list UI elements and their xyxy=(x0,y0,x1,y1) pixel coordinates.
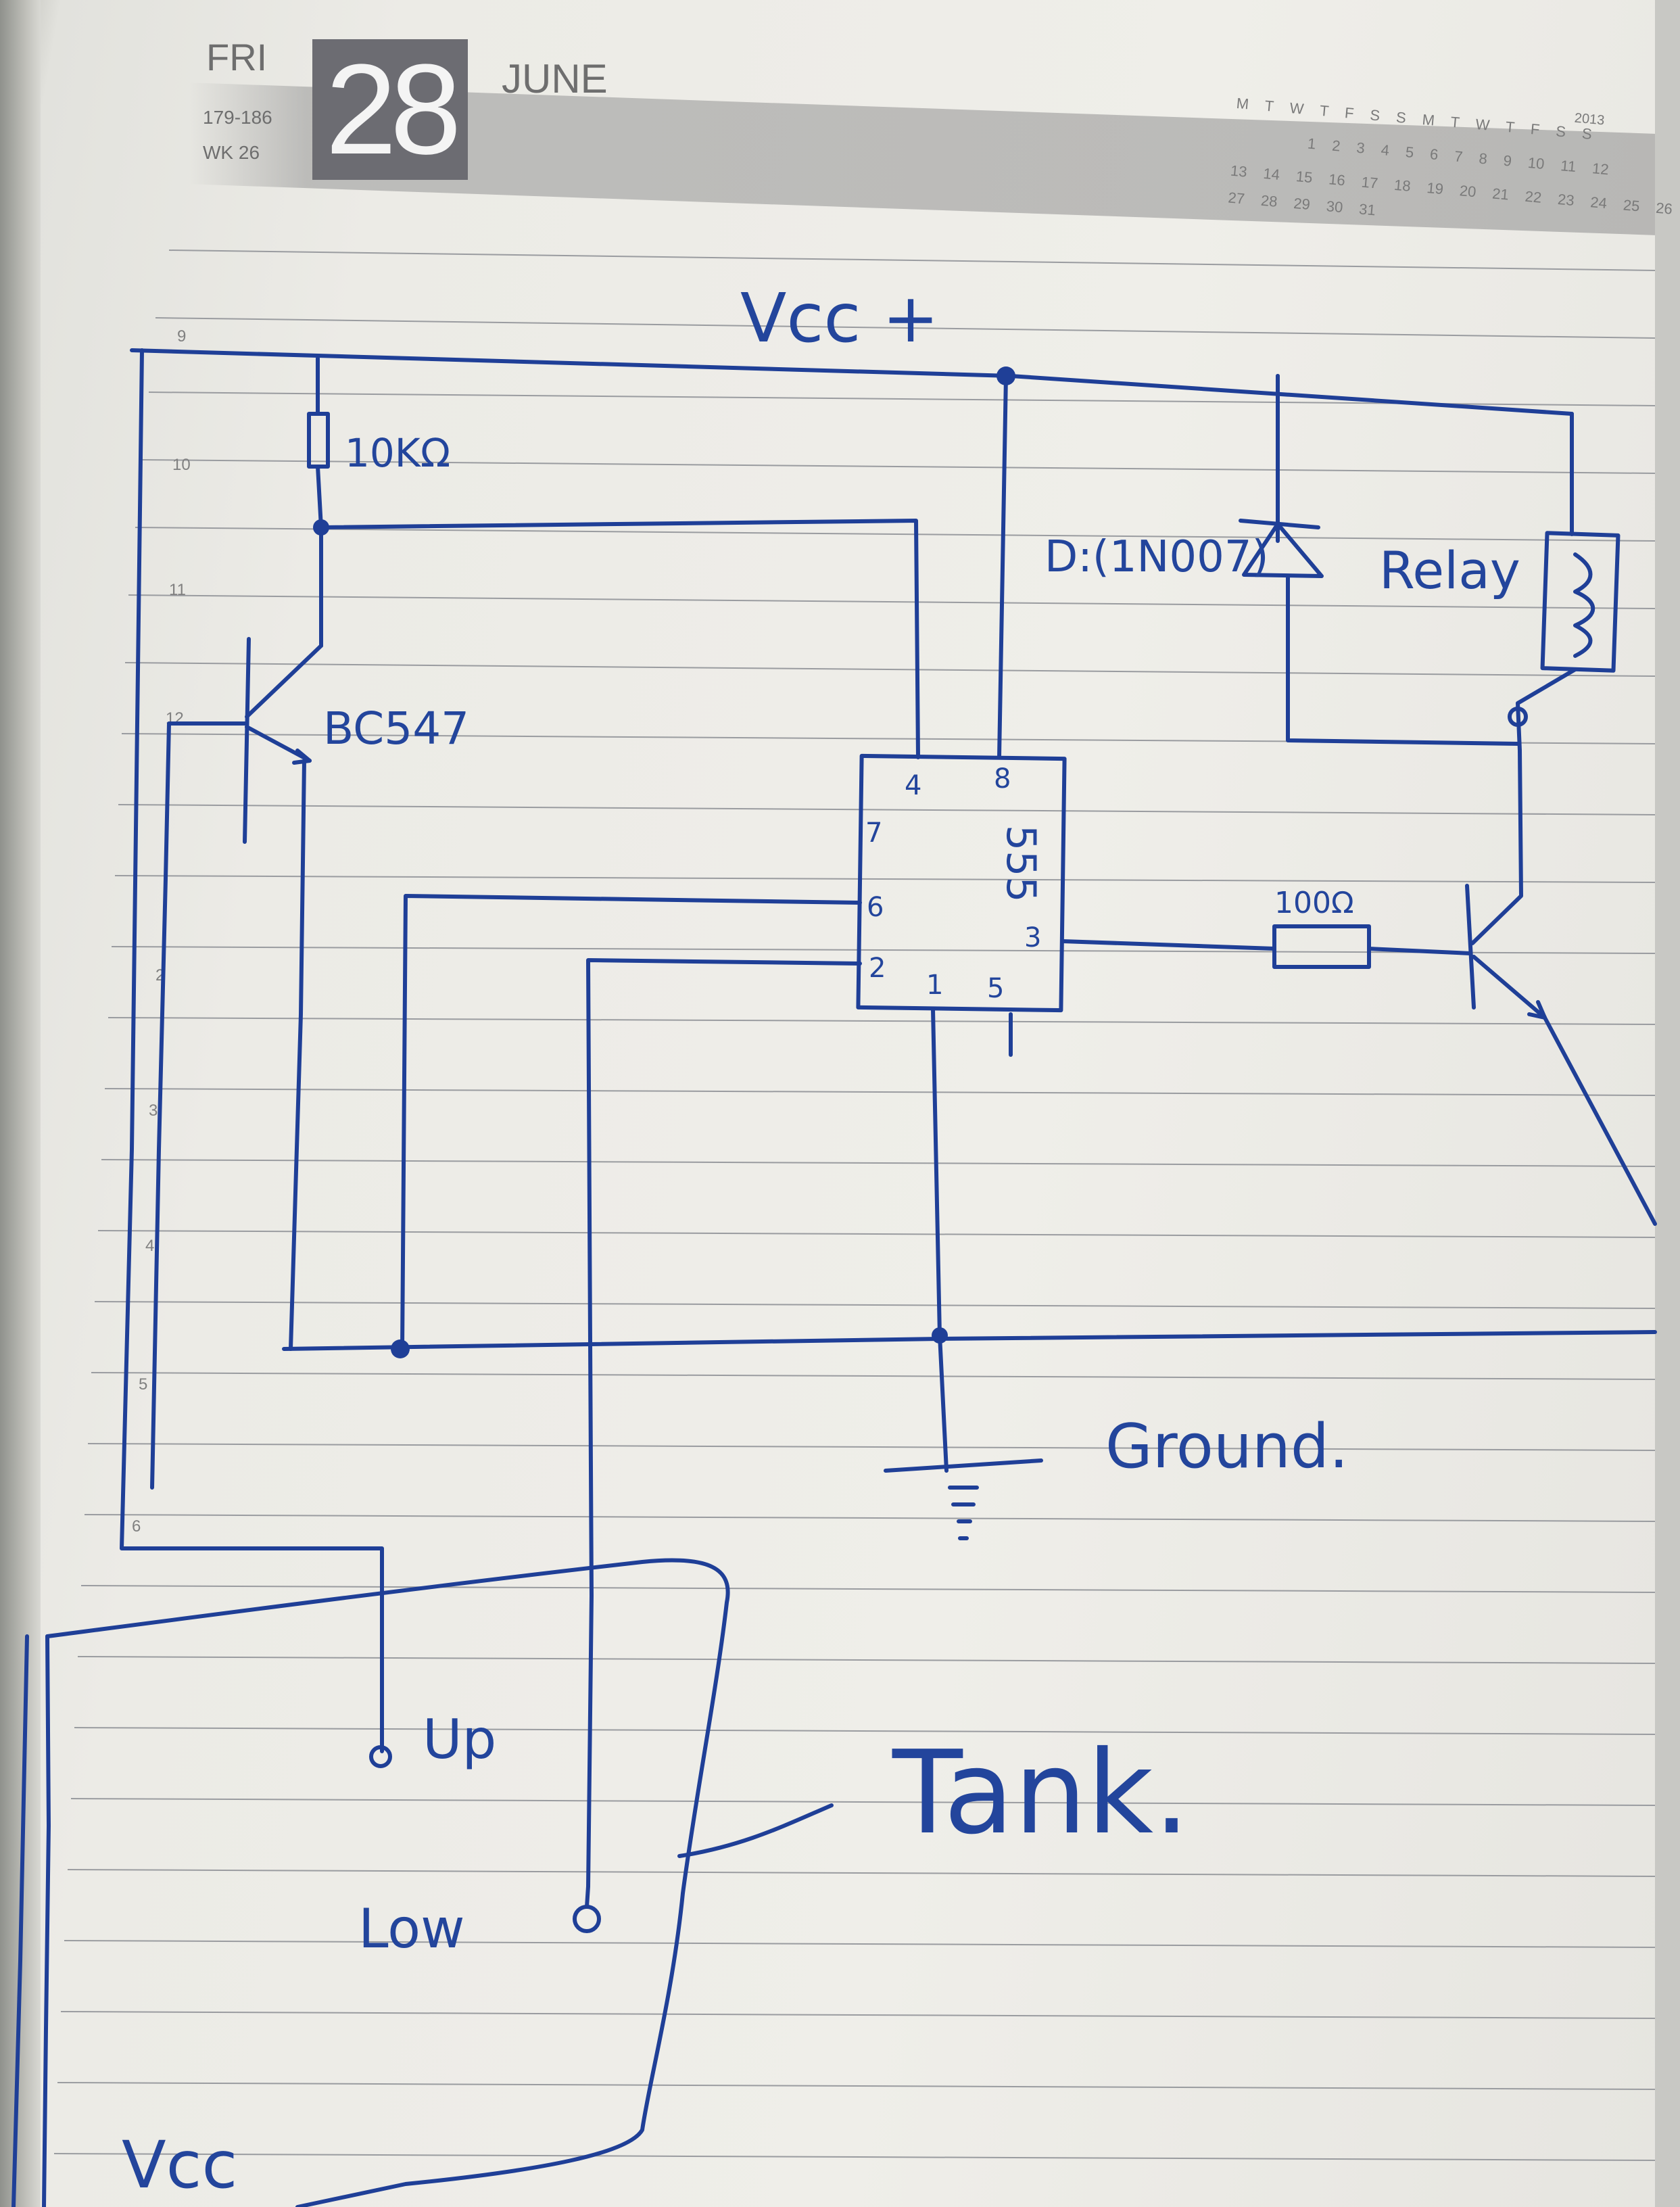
line-number-10: 10 xyxy=(172,456,191,474)
circuit-labels: Vcc + 10KΩ D:(1N007) Relay BC547 555 4 8… xyxy=(122,279,1520,2203)
resistor-10k-symbol xyxy=(307,412,330,469)
junction-dot xyxy=(932,1327,948,1344)
vcc-top-label: Vcc + xyxy=(740,279,939,358)
pin7-label: 7 xyxy=(865,817,882,849)
ic-555-body xyxy=(856,753,1067,1013)
line-number-3: 3 xyxy=(149,1101,158,1120)
pin2-label: 2 xyxy=(869,953,886,984)
junction-dot xyxy=(391,1339,410,1358)
notebook-spine xyxy=(0,0,41,2207)
ruled-lines xyxy=(53,250,1656,2161)
relay-terminal xyxy=(1508,707,1528,727)
resistor-100-lead xyxy=(1367,947,1472,955)
pin4-wire xyxy=(319,519,920,759)
line-number-5: 5 xyxy=(139,1375,147,1394)
relay-label: Relay xyxy=(1379,540,1520,600)
line-number-6: 6 xyxy=(132,1517,141,1536)
resistor-10k-lower-lead xyxy=(316,465,323,648)
output-transistor-emitter xyxy=(1472,955,1547,1020)
pin3-wire xyxy=(1061,939,1276,951)
output-transistor-base-bar xyxy=(1465,884,1476,1010)
line-number-9: 9 xyxy=(177,327,186,346)
day-name: FRI xyxy=(206,36,268,78)
line-number-11: 11 xyxy=(169,581,186,599)
relay-coil-winding xyxy=(1573,552,1595,658)
line-number-4: 4 xyxy=(145,1237,154,1255)
low-label: Low xyxy=(358,1897,465,1960)
ground-label: Ground. xyxy=(1105,1411,1349,1482)
up-probe xyxy=(369,1745,392,1768)
left-feed-wire xyxy=(120,348,384,1753)
ic-555-label: 555 xyxy=(997,825,1045,903)
junction-dot xyxy=(313,519,329,536)
vcc-bottom-label: Vcc xyxy=(122,2127,237,2203)
bc547-emitter xyxy=(245,725,312,763)
pin6-wire xyxy=(400,894,862,1351)
pin1-label: 1 xyxy=(926,970,943,1001)
vcc-rail xyxy=(130,348,1574,416)
pin3-label: 3 xyxy=(1024,922,1041,953)
transistor-label: BC547 xyxy=(323,703,469,755)
pin8-label: 8 xyxy=(994,763,1011,794)
diode-triangle xyxy=(1242,522,1324,578)
bc547-base-bar xyxy=(243,637,251,844)
resistor-100-label: 100Ω xyxy=(1274,886,1354,920)
tank-label: Tank. xyxy=(892,1726,1190,1860)
junction-dot xyxy=(997,366,1015,385)
diode-label: D:(1N007) xyxy=(1045,532,1269,582)
ground-bar xyxy=(884,1458,1043,1473)
pin6-label: 6 xyxy=(867,892,884,923)
relay-to-collector xyxy=(1516,667,1577,753)
week-number: WK 26 xyxy=(203,142,260,163)
low-probe xyxy=(573,1905,601,1933)
date-number: 28 xyxy=(325,38,461,181)
diode-bottom-lead xyxy=(1286,574,1520,746)
resistor-100-symbol xyxy=(1272,924,1371,969)
tank-left-edge xyxy=(11,1634,29,2207)
pin4-label: 4 xyxy=(905,770,921,801)
resistor-10k-label: 10KΩ xyxy=(345,430,450,476)
day-range: 179-186 xyxy=(203,107,272,128)
tank-outline xyxy=(45,1558,730,2207)
ground-bus xyxy=(282,1330,1657,1351)
relay-coil-box xyxy=(1540,531,1621,673)
circuit xyxy=(11,348,1657,2207)
bc547-emitter-wire xyxy=(289,759,306,1351)
tank-pointer xyxy=(677,1803,834,1858)
pin2-wire xyxy=(586,958,862,1889)
pin5-label: 5 xyxy=(987,973,1004,1004)
bc547-collector xyxy=(245,644,323,719)
date-box xyxy=(312,39,468,180)
low-probe-wire xyxy=(585,1884,590,1909)
up-label: Up xyxy=(423,1708,496,1771)
output-transistor-collector xyxy=(1470,749,1523,945)
tank-left-side xyxy=(42,1634,51,2207)
pin1-ground-wire xyxy=(931,1007,949,1473)
bc547-emitter-arrow xyxy=(292,749,312,765)
ground-symbol xyxy=(948,1486,979,1540)
output-emitter-wire xyxy=(1543,1016,1657,1226)
pin8-wire xyxy=(997,374,1008,759)
bc547-base-wire xyxy=(150,721,171,1490)
month-name: JUNE xyxy=(502,56,608,101)
